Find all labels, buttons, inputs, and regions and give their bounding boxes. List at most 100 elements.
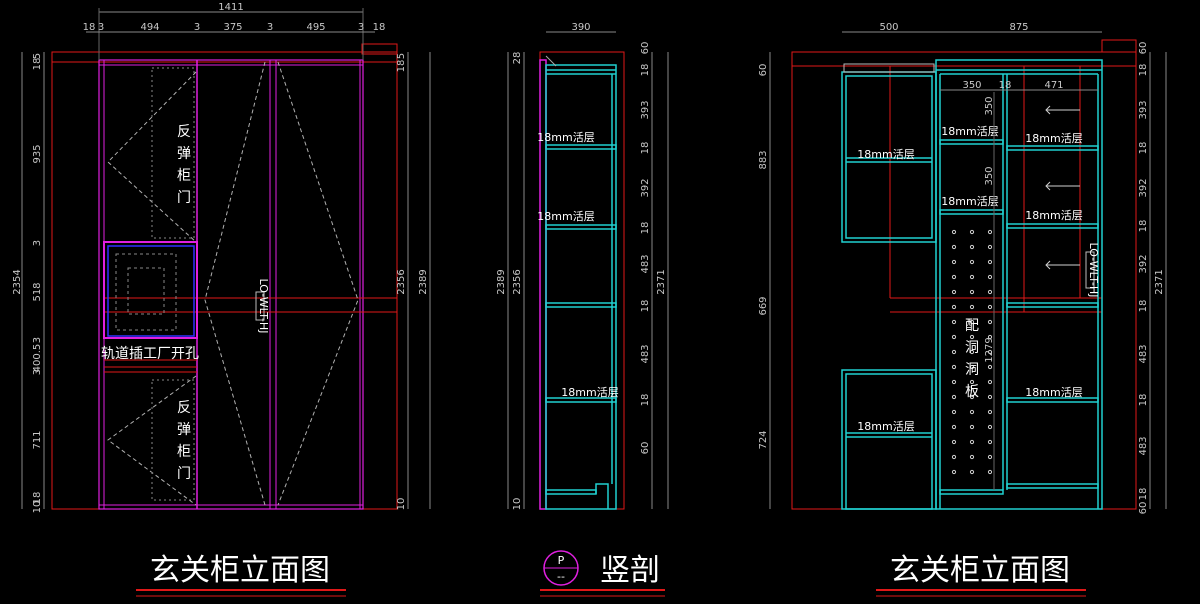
left-niche-label: 轨道插工厂开孔 <box>101 346 199 362</box>
pegboard-hole <box>969 274 975 280</box>
right-top-notch <box>1101 39 1137 53</box>
left-top-dim-1: 3 <box>98 22 104 33</box>
left-right-total-outer: 2389 <box>418 269 429 294</box>
pegboard-hole <box>951 439 957 445</box>
pegboard-hole <box>969 349 975 355</box>
section-shelf-label-2: 18mm活层 <box>537 210 594 223</box>
pegboard-hole <box>987 304 993 310</box>
right-shelf-label-6: 18mm活层 <box>1025 386 1082 399</box>
pegboard-hole <box>951 244 957 250</box>
right-shelf-label-4: 18mm活层 <box>1025 132 1082 145</box>
pegboard-hole <box>951 349 957 355</box>
pegboard-hole <box>969 379 975 385</box>
right-inner-vertical-dims: 350 350 1279 <box>984 92 995 490</box>
right-rdim-11: 18 <box>1138 488 1149 501</box>
left-elevation: LO-WLT-HJ 反弹柜门 反弹柜门 轨道插工厂开孔 1411 18 3 49… <box>12 2 431 513</box>
left-upper-door-label: 反弹柜门 <box>177 124 191 206</box>
right-wall-outline <box>791 51 1137 510</box>
pegboard-hole <box>951 229 957 235</box>
right-elevation: LO-WLT-HJ 18mm活层 18mm活层 18mm活层 18mm活层 18… <box>758 22 1167 515</box>
right-ldim-0: 60 <box>758 64 769 77</box>
right-rdim-3: 18 <box>1138 142 1149 155</box>
left-top-dim-4: 375 <box>223 22 242 33</box>
pegboard-hole <box>969 229 975 235</box>
right-shelf-label-7: 18mm活层 <box>857 420 914 433</box>
left-dim-3: 3 <box>32 240 43 246</box>
left-top-dim-7: 3 <box>358 22 364 33</box>
left-dim-9: 18 <box>32 492 43 505</box>
pegboard-hole <box>987 424 993 430</box>
left-side-dimensions: 2354 5 18 935 3 518 3 400.5 3 711 18 10 <box>12 52 45 513</box>
right-inner-vdim-2: 1279 <box>984 337 995 362</box>
right-rdim-7: 18 <box>1138 300 1149 313</box>
pegboard-hole <box>951 304 957 310</box>
right-title: 玄关柜立面图 <box>890 553 1070 588</box>
section-shelf-label-3: 18mm活层 <box>561 386 618 399</box>
left-handle-label: LO-WLT-HJ <box>257 279 270 334</box>
pegboard-hole <box>987 439 993 445</box>
pegboard-hole <box>951 424 957 430</box>
left-dim-8: 711 <box>32 430 43 449</box>
right-inner-dim-1: 18 <box>999 80 1012 91</box>
pegboard-hole <box>987 379 993 385</box>
left-door-swing-lines <box>107 61 359 506</box>
section-rdim-3: 18 <box>640 142 651 155</box>
right-rdim-10: 483 <box>1138 436 1149 455</box>
right-top-dim-1: 875 <box>1009 22 1028 33</box>
right-rdim-4: 392 <box>1138 178 1149 197</box>
pegboard-hole <box>987 319 993 325</box>
pegboard-hole <box>987 364 993 370</box>
pegboard-hole <box>951 274 957 280</box>
left-rdim-0: 5 <box>396 53 407 59</box>
right-ldim-1: 883 <box>758 150 769 169</box>
right-top-dim-0: 500 <box>879 22 898 33</box>
title-block: 玄关柜立面图 P -- 竖剖 玄关柜立面图 <box>136 550 1086 597</box>
pegboard-hole <box>951 394 957 400</box>
right-inner-vdim-0: 350 <box>984 96 995 115</box>
section-rdim-7: 18 <box>640 300 651 313</box>
left-dim-0: 5 <box>32 53 43 59</box>
pegboard-hole <box>969 469 975 475</box>
left-dim-5: 3 <box>32 337 43 343</box>
right-rdim-1: 18 <box>1138 64 1149 77</box>
right-rdim-12: 60 <box>1138 502 1149 515</box>
pegboard-hole <box>951 409 957 415</box>
right-shelf-label-1: 18mm活层 <box>857 148 914 161</box>
left-top-dim-3: 3 <box>194 22 200 33</box>
right-right-total: 2371 <box>1154 269 1165 294</box>
section-back-panel <box>539 59 547 510</box>
section-symbol-top: P <box>558 554 565 567</box>
pegboard-hole <box>951 319 957 325</box>
left-dim-7: 3 <box>32 369 43 375</box>
left-top-dim-8: 18 <box>373 22 386 33</box>
pegboard-hole <box>951 334 957 340</box>
right-rdim-2: 393 <box>1138 100 1149 119</box>
right-rdim-6: 392 <box>1138 254 1149 273</box>
section-top-dim: 390 <box>571 22 590 33</box>
section-rdim-0: 60 <box>640 42 651 55</box>
left-door-handle <box>255 291 265 321</box>
pegboard-hole <box>951 364 957 370</box>
section-top-dimension: 390 <box>546 22 616 33</box>
right-door-handle <box>1085 251 1095 289</box>
right-rdim-8: 483 <box>1138 344 1149 363</box>
pegboard-hole <box>969 454 975 460</box>
right-ldim-2: 669 <box>758 296 769 315</box>
section-rdim-10: 60 <box>640 442 651 455</box>
pegboard-hole <box>969 334 975 340</box>
section-rdim-8: 483 <box>640 344 651 363</box>
section-rdim-1: 18 <box>640 64 651 77</box>
section-right-total: 2371 <box>656 269 667 294</box>
pegboard-hole <box>969 424 975 430</box>
section-left-outer: 2389 <box>496 269 507 294</box>
pegboard-hole <box>987 454 993 460</box>
pegboard-hole <box>969 244 975 250</box>
left-niche-inner <box>107 245 195 337</box>
section-left-small-0: 28 <box>512 52 523 65</box>
pegboard-hole <box>969 409 975 415</box>
section-symbol: P -- <box>543 550 579 586</box>
pegboard-hole <box>987 289 993 295</box>
pegboard-hole <box>987 409 993 415</box>
pegboard-hole <box>969 394 975 400</box>
